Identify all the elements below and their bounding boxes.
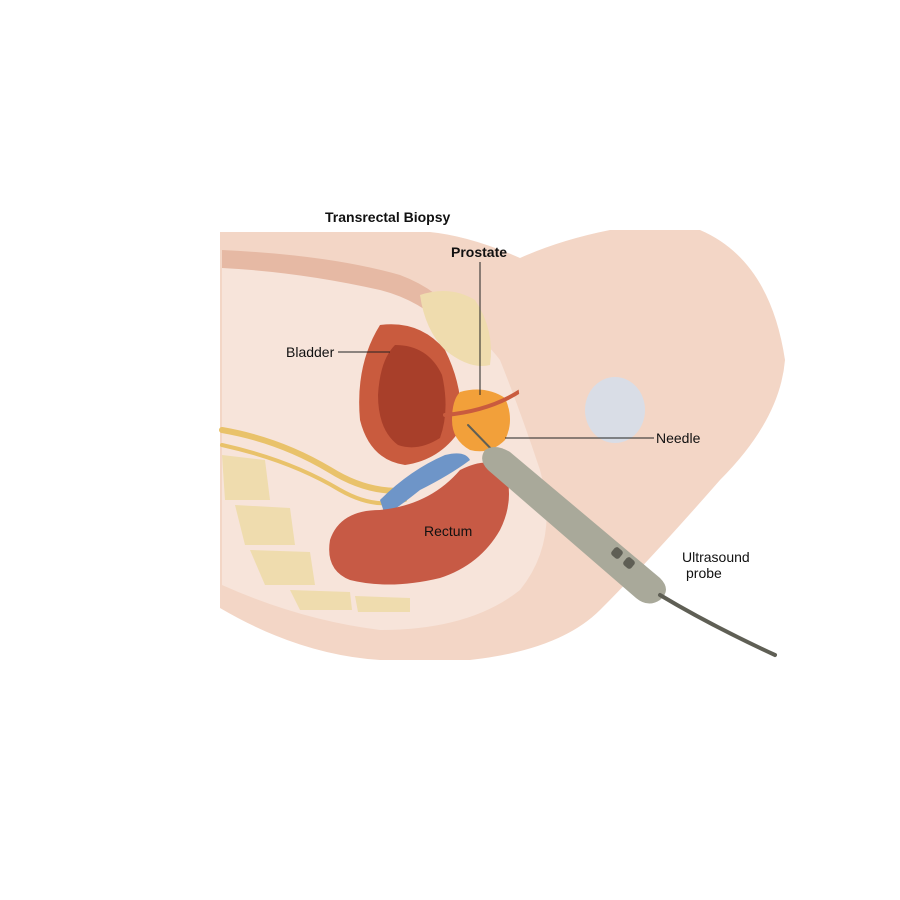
probe-cable	[658, 593, 777, 657]
bladder-label: Bladder	[286, 344, 335, 360]
sacrum	[222, 455, 410, 612]
rectum	[329, 462, 509, 585]
penis	[515, 259, 650, 400]
sacrum-segment	[355, 596, 410, 612]
prostate	[452, 389, 510, 452]
probe-button	[623, 557, 635, 569]
probe-label-line2: probe	[686, 565, 722, 581]
sacrum-segment	[250, 550, 315, 585]
ultrasound-probe	[482, 446, 666, 604]
sacrum-segment	[222, 455, 270, 500]
seminal-vesicle	[380, 453, 470, 515]
testis	[585, 377, 645, 443]
rectum-label: Rectum	[424, 523, 473, 539]
probe-label-line1: Ultrasound	[682, 549, 750, 565]
bladder-interior	[378, 345, 446, 448]
abdominal-wall	[222, 250, 460, 330]
sacrum-segment	[235, 505, 295, 545]
probe-button	[611, 547, 623, 559]
nerve-bundle	[219, 427, 413, 494]
prostate-label: Prostate	[451, 244, 508, 260]
needle-label: Needle	[656, 430, 701, 446]
pubic-bone	[420, 291, 491, 366]
diagram-title: Transrectal Biopsy	[325, 209, 451, 225]
sacrum-segment	[290, 590, 352, 610]
